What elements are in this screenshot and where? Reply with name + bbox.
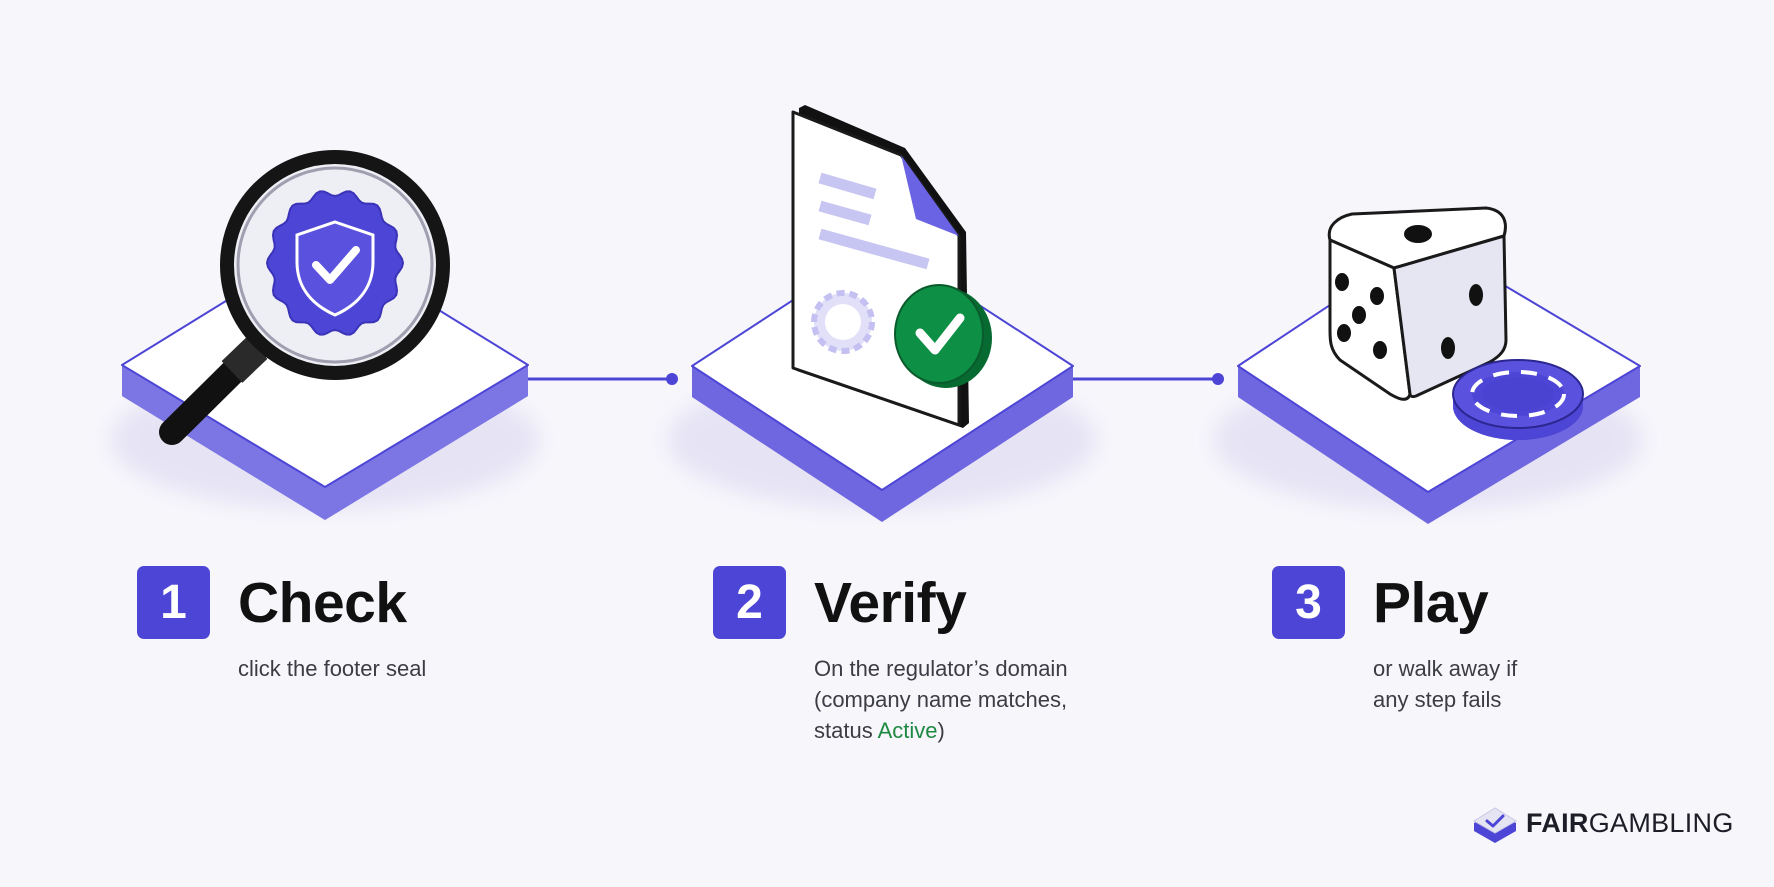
- step-play: 3 Play or walk away if any step fails: [1272, 566, 1517, 715]
- brand-name-strong: FAIR: [1526, 807, 1589, 838]
- connector-2-3: [1073, 373, 1224, 385]
- step-description: click the footer seal: [238, 653, 426, 684]
- step-title: Play: [1373, 570, 1489, 635]
- status-active-word: Active: [877, 718, 938, 743]
- step-number-badge: 1: [137, 566, 210, 639]
- step-title: Verify: [814, 570, 967, 635]
- step-description-line: (company name matches,: [814, 687, 1068, 712]
- verified-document-icon: [791, 105, 992, 428]
- step-verify: 2 Verify On the regulator’s domain (comp…: [713, 566, 1068, 746]
- brand-name-rest: GAMBLING: [1588, 807, 1734, 838]
- step-description-line: click the footer seal: [238, 656, 427, 681]
- step-description-line: or walk away if: [1373, 656, 1518, 681]
- magnifier-seal-icon: [159, 150, 450, 445]
- step-description-line: any step fails: [1373, 687, 1502, 712]
- step-number-badge: 3: [1272, 566, 1345, 639]
- brand-mark-icon: [1473, 807, 1517, 843]
- step-number-badge: 2: [713, 566, 786, 639]
- step-title: Check: [238, 570, 407, 635]
- step-check: 1 Check click the footer seal: [137, 566, 426, 684]
- step-description: or walk away if any step fails: [1373, 653, 1517, 715]
- status-suffix: ): [937, 718, 945, 743]
- step-description-line: On the regulator’s domain: [814, 656, 1068, 681]
- step-description: On the regulator’s domain (company name …: [814, 653, 1068, 746]
- dice-chip-icon: [1327, 206, 1584, 440]
- status-line: status Active): [814, 715, 1068, 746]
- connector-1-2: [528, 373, 678, 385]
- brand-name: FAIRGAMBLING: [1526, 808, 1734, 839]
- brand-logo: FAIRGAMBLING: [1472, 803, 1734, 843]
- status-prefix: status: [814, 718, 878, 743]
